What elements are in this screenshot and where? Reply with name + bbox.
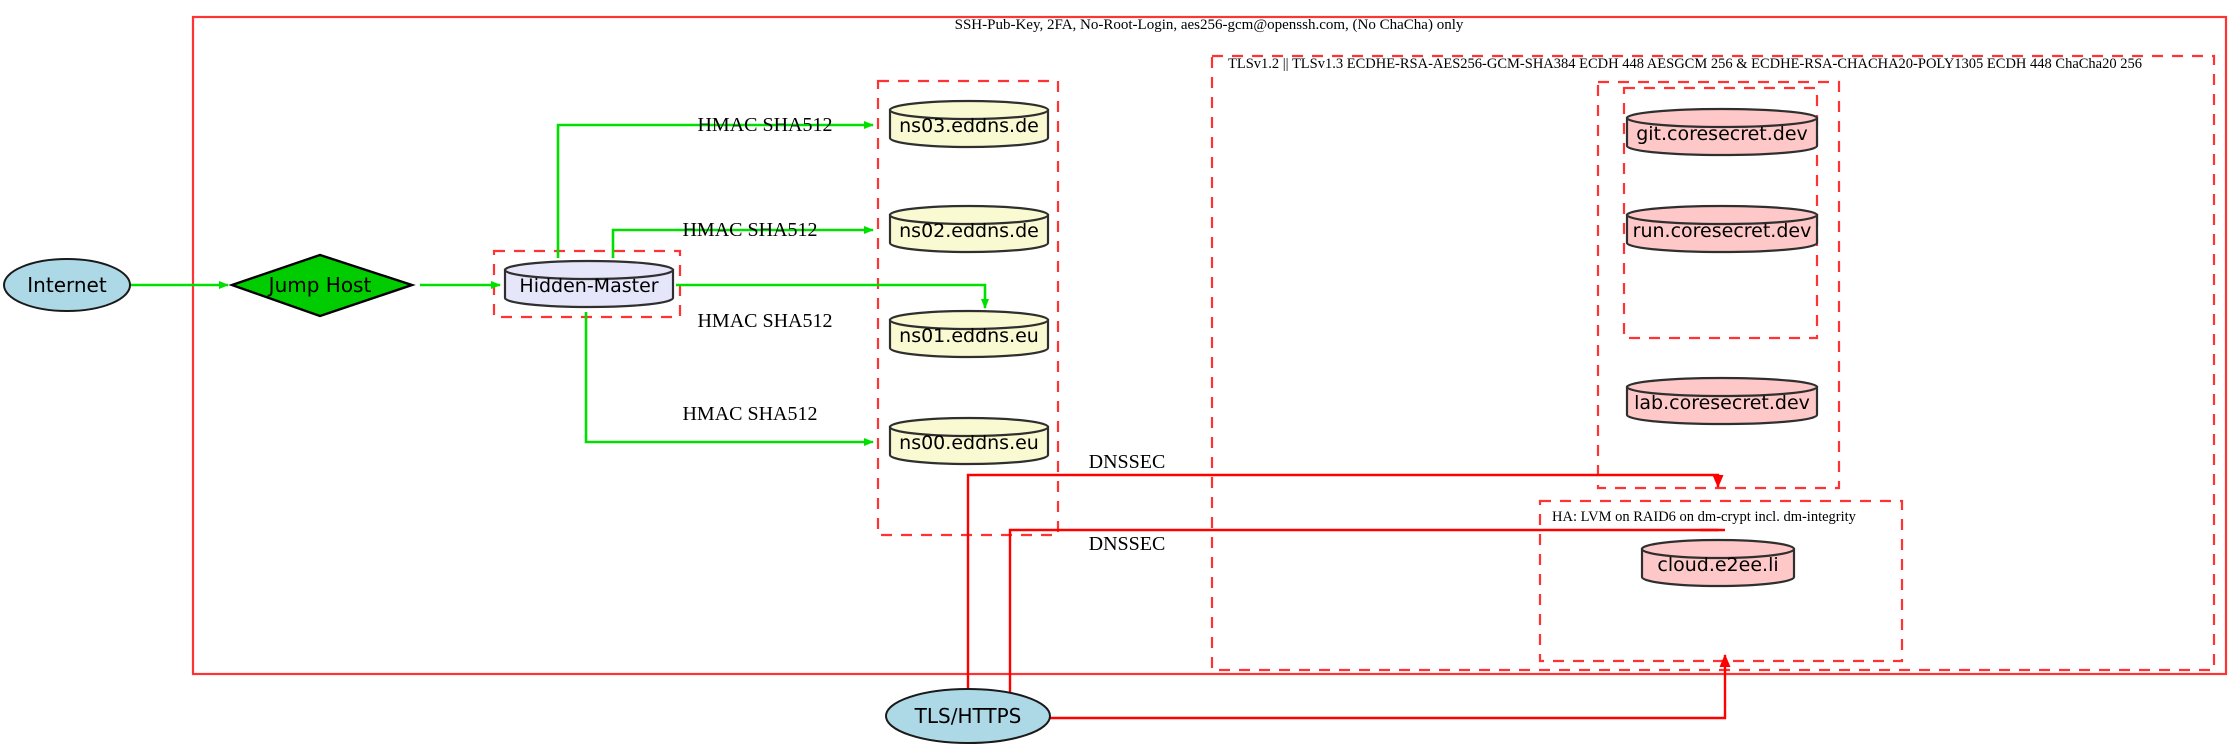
edge-label-hmac-ns02: HMAC SHA512 (682, 219, 817, 241)
ns02-body (888, 213, 1050, 254)
git-top (1625, 107, 1819, 129)
zone-ssh-outer (191, 15, 2228, 676)
node-ns02[interactable]: ns02.eddns.de (888, 204, 1050, 254)
ns02-top (888, 204, 1050, 226)
ns03-label: ns03.eddns.de (899, 115, 1039, 137)
node-jump-host[interactable]: Jump Host (228, 253, 416, 318)
cloud-top (1640, 538, 1796, 560)
ns01-label: ns01.eddns.eu (899, 325, 1039, 347)
edge-tls-https-right (1045, 654, 1731, 720)
cloud-body (1640, 547, 1796, 588)
node-lab-coresecret[interactable]: lab.coresecret.dev (1625, 376, 1819, 426)
node-run-coresecret[interactable]: run.coresecret.dev (1625, 204, 1819, 254)
edge-hiddenmaster-ns02 (611, 226, 874, 258)
edge-dnssec-upper (966, 473, 1724, 720)
jump-host-shape (228, 253, 416, 318)
node-cloud-e2ee[interactable]: cloud.e2ee.li (1640, 538, 1796, 588)
ns02-label: ns02.eddns.de (899, 220, 1039, 242)
node-tls-https[interactable]: TLS/HTTPS (885, 688, 1051, 744)
tls-https-shape (885, 688, 1051, 744)
node-ns00[interactable]: ns00.eddns.eu (888, 416, 1050, 466)
zone-ha-label: HA: LVM on RAID6 on dm-crypt incl. dm-in… (1552, 509, 1857, 525)
git-label: git.coresecret.dev (1636, 123, 1808, 145)
edge-dnssec-lower (1008, 528, 1718, 718)
node-internet[interactable]: Internet (3, 258, 131, 312)
hidden-master-body (503, 268, 675, 309)
lab-body (1625, 385, 1819, 426)
edge-hiddenmaster-ns01 (676, 283, 989, 309)
edge-label-hmac-ns03: HMAC SHA512 (697, 114, 832, 136)
jump-host-label: Jump Host (267, 273, 372, 297)
node-git-coresecret[interactable]: git.coresecret.dev (1625, 107, 1819, 157)
zone-git-run (1622, 86, 1819, 340)
zone-coresecret (1596, 80, 1841, 490)
ns00-body (888, 425, 1050, 466)
node-ns03[interactable]: ns03.eddns.de (888, 99, 1050, 149)
edge-hiddenmaster-ns00 (584, 312, 874, 446)
hidden-master-label: Hidden-Master (519, 275, 658, 297)
node-ns01[interactable]: ns01.eddns.eu (888, 309, 1050, 359)
internet-shape (3, 258, 131, 312)
run-label: run.coresecret.dev (1633, 220, 1812, 242)
ns03-top (888, 99, 1050, 121)
edge-label-hmac-ns00: HMAC SHA512 (682, 403, 817, 425)
edge-label-hmac-ns01: HMAC SHA512 (697, 310, 832, 332)
zone-tls-label: TLSv1.2 || TLSv1.3 ECDHE-RSA-AES256-GCM-… (1228, 56, 2142, 72)
zone-ssh-label: SSH-Pub-Key, 2FA, No-Root-Login, aes256-… (955, 17, 1464, 33)
cloud-label: cloud.e2ee.li (1657, 554, 1778, 576)
run-top (1625, 204, 1819, 226)
ns00-label: ns00.eddns.eu (899, 432, 1039, 454)
edge-label-dnssec-lower: DNSSEC (1089, 533, 1166, 555)
ns01-body (888, 318, 1050, 359)
run-body (1625, 213, 1819, 254)
node-hidden-master[interactable]: Hidden-Master (503, 259, 675, 309)
internet-label: Internet (27, 273, 107, 297)
zone-tls (1210, 54, 2216, 672)
hidden-master-top (503, 259, 675, 281)
edge-hiddenmaster-ns03 (556, 121, 874, 258)
ns01-top (888, 309, 1050, 331)
ns00-top (888, 416, 1050, 438)
git-body (1625, 116, 1819, 157)
edge-label-dnssec-upper: DNSSEC (1089, 451, 1166, 473)
ns03-body (888, 108, 1050, 149)
zone-dns (876, 79, 1060, 537)
lab-top (1625, 376, 1819, 398)
lab-label: lab.coresecret.dev (1634, 392, 1810, 414)
tls-https-label: TLS/HTTPS (914, 704, 1022, 728)
